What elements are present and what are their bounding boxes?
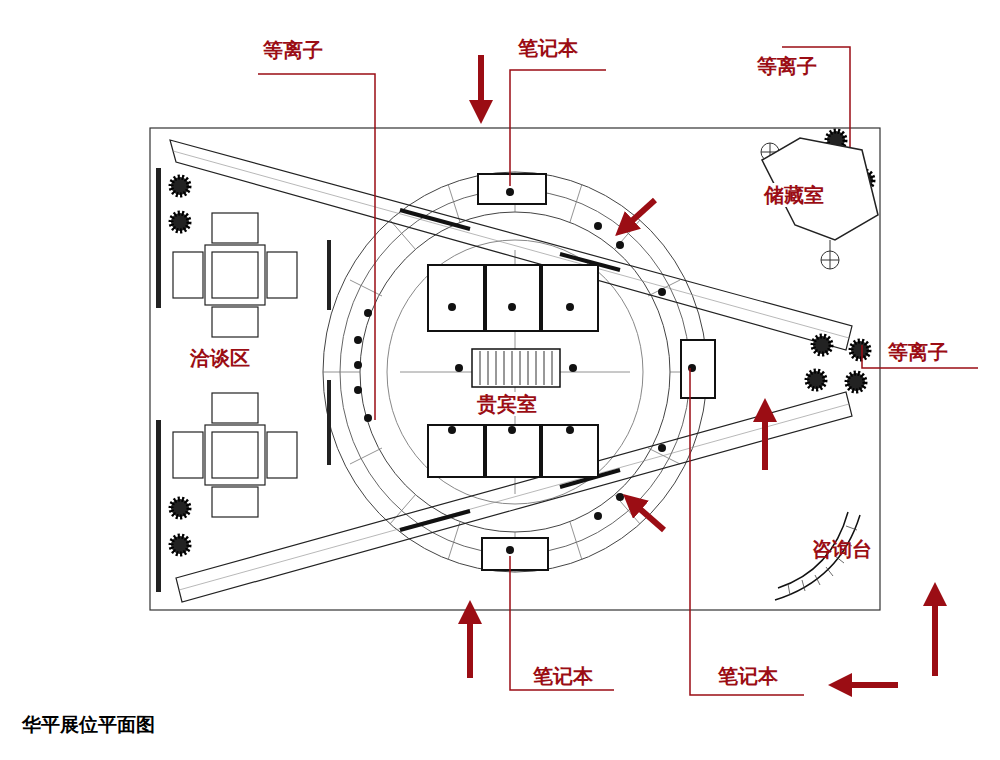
room-area: 储藏室: [755, 132, 883, 244]
part-label: 咨询台: [812, 537, 872, 561]
room-outline: [762, 138, 878, 240]
part-label: 笔记本: [533, 664, 593, 688]
part-label: 等离子: [757, 54, 817, 78]
part-label: 笔记本: [718, 664, 778, 688]
room-label: 贵宾室: [475, 392, 539, 416]
part-label: 洽谈区: [190, 346, 250, 370]
room-label: 储藏室: [762, 183, 826, 207]
plan-title: 华平展位平面图: [22, 712, 155, 736]
room-area: 贵宾室: [323, 172, 707, 572]
part-label: 等离子: [263, 38, 323, 62]
part-label: 笔记本: [518, 36, 578, 60]
part-label: 等离子: [888, 340, 948, 364]
